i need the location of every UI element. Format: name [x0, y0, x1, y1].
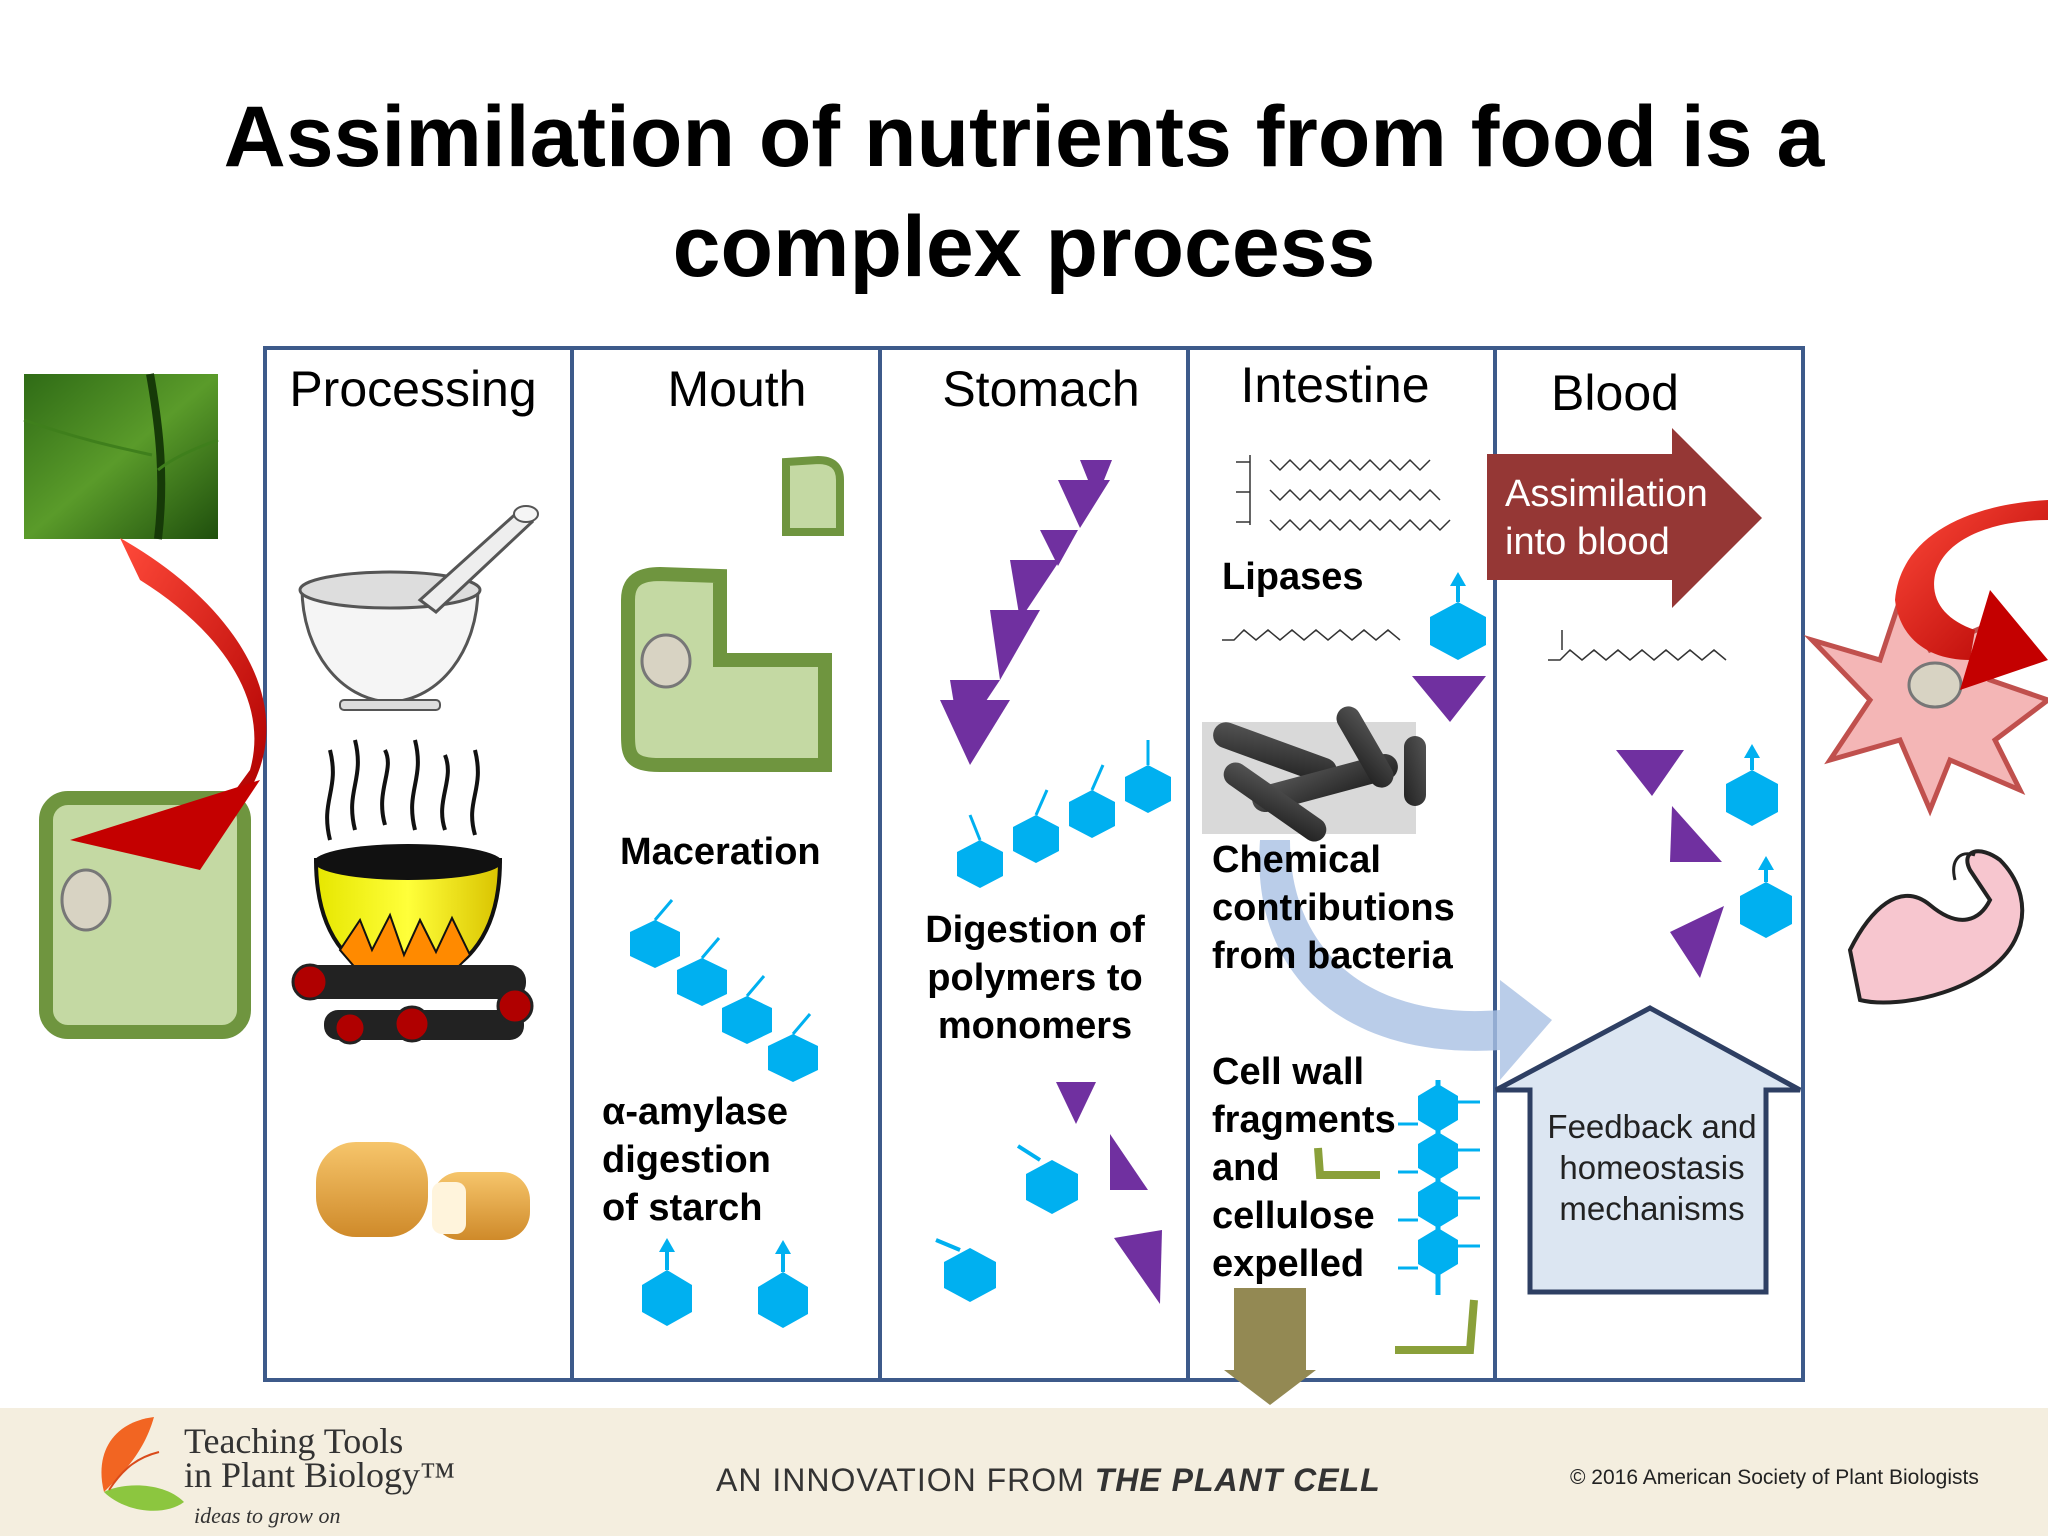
- amylase-line-2: digestion: [602, 1139, 771, 1181]
- leaf-photo: [23, 373, 219, 540]
- cooking-pot-fire-icon: [291, 739, 534, 1045]
- glucose-single-mouth-2: [758, 1240, 808, 1328]
- feedback-line-1: Feedback and: [1547, 1108, 1757, 1145]
- glucose-molecules: [630, 572, 1792, 1328]
- fatty-acid-structure-intestine: [1222, 628, 1401, 641]
- logo-tagline: ideas to grow on: [194, 1503, 341, 1528]
- mortar-pestle-icon: [298, 505, 539, 711]
- lipases-label: Lipases: [1222, 556, 1364, 598]
- innovation-tagline: AN INNOVATION FROM THE PLANT CELL: [716, 1462, 1381, 1499]
- bacteria-to-blood-arrow: [1259, 840, 1552, 1080]
- digestion-line-1: Digestion of: [925, 909, 1145, 951]
- digestion-line-2: polymers to: [927, 957, 1143, 999]
- chemical-line-3: from bacteria: [1212, 935, 1453, 977]
- glucose-chain-stomach: [957, 740, 1171, 888]
- chemical-line-2: contributions: [1212, 887, 1455, 929]
- flexed-arm-icon: [1847, 849, 2025, 1005]
- innovation-source: THE PLANT CELL: [1094, 1462, 1381, 1498]
- fatty-acid-triangles: [940, 460, 1724, 1304]
- cellwall-fragments: [1314, 1147, 1478, 1354]
- maceration-label: Maceration: [620, 831, 821, 873]
- feedback-line-2: homeostasis: [1559, 1149, 1745, 1186]
- teaching-tools-logo-icon: [101, 1417, 184, 1511]
- cellwall-line-2: fragments: [1212, 1099, 1396, 1141]
- triglyceride-structure: [1236, 455, 1451, 532]
- column-header-mouth: Mouth: [667, 361, 807, 417]
- innovation-prefix: AN INNOVATION FROM: [716, 1462, 1095, 1498]
- cellwall-line-4: cellulose: [1212, 1195, 1375, 1237]
- column-header-processing: Processing: [289, 361, 537, 417]
- cell-fragments-icon: [621, 455, 844, 772]
- sponge-cake-icon: [316, 1142, 530, 1240]
- triangle-stomach-2: [1110, 1134, 1148, 1190]
- triangle-stomach-3: [1114, 1230, 1162, 1304]
- red-curved-arrow-left: [70, 538, 267, 870]
- feedback-line-3: mechanisms: [1559, 1190, 1745, 1227]
- feedback-label: Feedback and homeostasis mechanisms: [1532, 1106, 1772, 1229]
- cellwall-line-5: expelled: [1212, 1243, 1365, 1285]
- logo-line-2: in Plant Biology™: [184, 1455, 456, 1495]
- triangle-intestine: [1412, 676, 1486, 722]
- assimilation-arrow: [1487, 428, 1762, 608]
- triangle-chain-stomach: [940, 460, 1112, 765]
- feedback-arrow: [1494, 1005, 1802, 1295]
- column-header-intestine: Intestine: [1240, 357, 1430, 413]
- title-line-1: Assimilation of nutrients from food is a: [223, 89, 1825, 185]
- glucose-chain-mouth: [630, 899, 818, 1082]
- assimilation-label: Assimilation into blood: [1505, 470, 1708, 566]
- cellwall-line-1: Cell wall: [1212, 1051, 1365, 1093]
- assimilation-line-1: Assimilation: [1505, 473, 1708, 515]
- red-curved-arrow-right: [1895, 500, 2048, 690]
- column-header-blood: Blood: [1551, 365, 1679, 421]
- chemical-line-1: Chemical: [1212, 839, 1381, 881]
- glucose-single-stomach-2: [935, 1238, 996, 1302]
- column-header-stomach: Stomach: [942, 361, 1140, 417]
- title-line-2: complex process: [672, 199, 1376, 295]
- digestion-line-3: monomers: [937, 1005, 1133, 1047]
- bacteria-photo: [1202, 706, 1426, 842]
- glucose-single-intestine: [1430, 572, 1486, 660]
- cellwall-line-3: and: [1212, 1147, 1280, 1189]
- glucose-single-mouth-1: [642, 1238, 692, 1326]
- stage-frame: [263, 346, 1805, 1382]
- amylase-line-1: α-amylase: [602, 1091, 789, 1133]
- logo-wordmark: Teaching Tools in Plant Biology™: [184, 1421, 456, 1495]
- assimilation-line-2: into blood: [1505, 521, 1670, 563]
- copyright-notice: © 2016 American Society of Plant Biologi…: [1570, 1466, 1979, 1489]
- glucose-single-stomach-1: [1016, 1144, 1078, 1214]
- triangle-blood-3: [1670, 906, 1724, 978]
- triangle-blood-1: [1616, 750, 1684, 796]
- triangle-blood-2: [1670, 806, 1722, 862]
- logo-line-1: Teaching Tools: [184, 1421, 404, 1461]
- triangle-stomach-1: [1056, 1082, 1096, 1124]
- expel-arrow: [1224, 1288, 1316, 1405]
- glucose-single-blood-2: [1740, 856, 1792, 938]
- glucose-single-blood-1: [1726, 744, 1778, 826]
- fatty-acid-structure-blood: [1548, 630, 1727, 661]
- footer-bar: [0, 1408, 2048, 1536]
- amylase-line-3: of starch: [602, 1187, 763, 1229]
- cellulose-chain: [1398, 1080, 1480, 1295]
- page-title: Assimilation of nutrients from food is a…: [0, 82, 2048, 302]
